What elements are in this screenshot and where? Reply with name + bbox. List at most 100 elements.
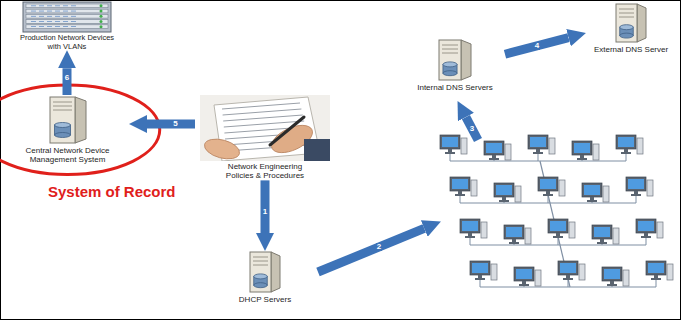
rack-port <box>63 15 68 17</box>
server-slot <box>253 261 268 262</box>
monitor-screen <box>472 263 488 273</box>
monitor-neck <box>458 191 462 194</box>
server-node: Central Network Device Management System <box>5 95 130 164</box>
monitor-neck <box>522 281 526 284</box>
flow-arrow <box>466 117 478 140</box>
server-front <box>439 40 461 80</box>
rack-frame <box>23 2 111 32</box>
monitor-screen <box>452 179 468 189</box>
monitor-base <box>631 194 641 196</box>
callout-number: 3 <box>469 125 475 133</box>
rack-port <box>55 10 60 12</box>
callout-holder: 6 <box>64 74 70 82</box>
network-drop <box>612 286 613 287</box>
rack-port <box>63 26 68 28</box>
server-slot <box>619 9 634 10</box>
monitor-base <box>465 236 475 238</box>
flow-arrow <box>63 68 72 95</box>
rack-port <box>55 26 60 28</box>
monitor-neck <box>634 191 638 194</box>
monitor-frame <box>616 135 636 149</box>
monitor-frame <box>450 177 470 191</box>
network-drop <box>626 154 627 161</box>
server-slot <box>53 106 72 107</box>
monitor-screen <box>594 227 610 237</box>
callout-holder: 4 <box>534 42 540 50</box>
monitor-base <box>533 152 543 154</box>
pc-tower <box>535 270 541 286</box>
server-side <box>271 252 280 292</box>
rack-port <box>71 15 76 17</box>
server-slot <box>253 257 268 258</box>
monitor-neck <box>566 275 570 278</box>
network-drop <box>480 280 481 287</box>
monitor-screen <box>560 263 576 273</box>
paper-text-line <box>222 103 300 109</box>
pc-tower <box>667 264 673 280</box>
database-bottom <box>443 71 457 76</box>
monitor-frame <box>514 267 534 281</box>
server-slot <box>53 102 72 103</box>
monitor-neck <box>600 239 604 242</box>
server-node: DHCP Servers <box>220 250 310 304</box>
monitor-neck <box>624 149 628 152</box>
rack-icon <box>21 1 113 33</box>
monitor-neck <box>478 275 482 278</box>
monitor-screen <box>574 143 590 153</box>
callout-number: 6 <box>64 74 70 82</box>
rack-port <box>71 21 76 23</box>
rack-port <box>31 15 36 17</box>
database-bottom <box>254 283 267 288</box>
server-icon <box>248 250 282 294</box>
pc-tower <box>549 138 555 154</box>
callout-number: 5 <box>172 120 178 128</box>
monitor-neck <box>590 197 594 200</box>
server-icon <box>614 2 648 44</box>
server-node: External DNS Server <box>585 2 677 54</box>
monitor-neck <box>610 281 614 284</box>
rack-port <box>71 10 76 12</box>
rack-light <box>100 25 103 28</box>
rack-light <box>100 15 103 18</box>
rack-unit <box>26 9 108 13</box>
paper-text-line <box>223 115 303 121</box>
node-label: DHCP Servers <box>220 295 310 304</box>
pc-tower <box>623 270 629 286</box>
node-label: Production Network Devices with VLANs <box>17 34 117 51</box>
rack-light <box>100 10 103 13</box>
monitor-base <box>519 284 529 286</box>
monitor-frame <box>440 135 460 149</box>
rack-port <box>31 5 36 7</box>
monitor-neck <box>492 155 496 158</box>
rack-port <box>31 26 36 28</box>
monitor-neck <box>546 191 550 194</box>
pen <box>270 117 304 145</box>
network-drop <box>504 202 505 203</box>
node-label: External DNS Server <box>585 45 677 54</box>
highlight-ellipse <box>0 85 160 174</box>
monitor-base <box>651 278 661 280</box>
flow-arrow <box>261 180 270 233</box>
monitor-screen <box>516 269 532 279</box>
pc-tower <box>515 186 521 202</box>
monitor-base <box>621 152 631 154</box>
monitor-neck <box>644 233 648 236</box>
monitor-frame <box>504 225 524 239</box>
rack-port <box>31 10 36 12</box>
server-side <box>75 97 86 143</box>
network-drop <box>450 154 451 161</box>
resting-hand <box>202 136 241 161</box>
monitor-neck <box>580 155 584 158</box>
monitor-frame <box>538 177 558 191</box>
pc-tower <box>471 180 477 196</box>
callout-number: 2 <box>376 243 382 251</box>
rack-port <box>47 26 52 28</box>
rack-port <box>71 26 76 28</box>
monitor-base <box>587 200 597 202</box>
pc-tower <box>637 138 643 154</box>
monitor-base <box>563 278 573 280</box>
server-slot <box>53 110 72 111</box>
pc-tower <box>559 180 565 196</box>
pc-tower <box>613 228 619 244</box>
